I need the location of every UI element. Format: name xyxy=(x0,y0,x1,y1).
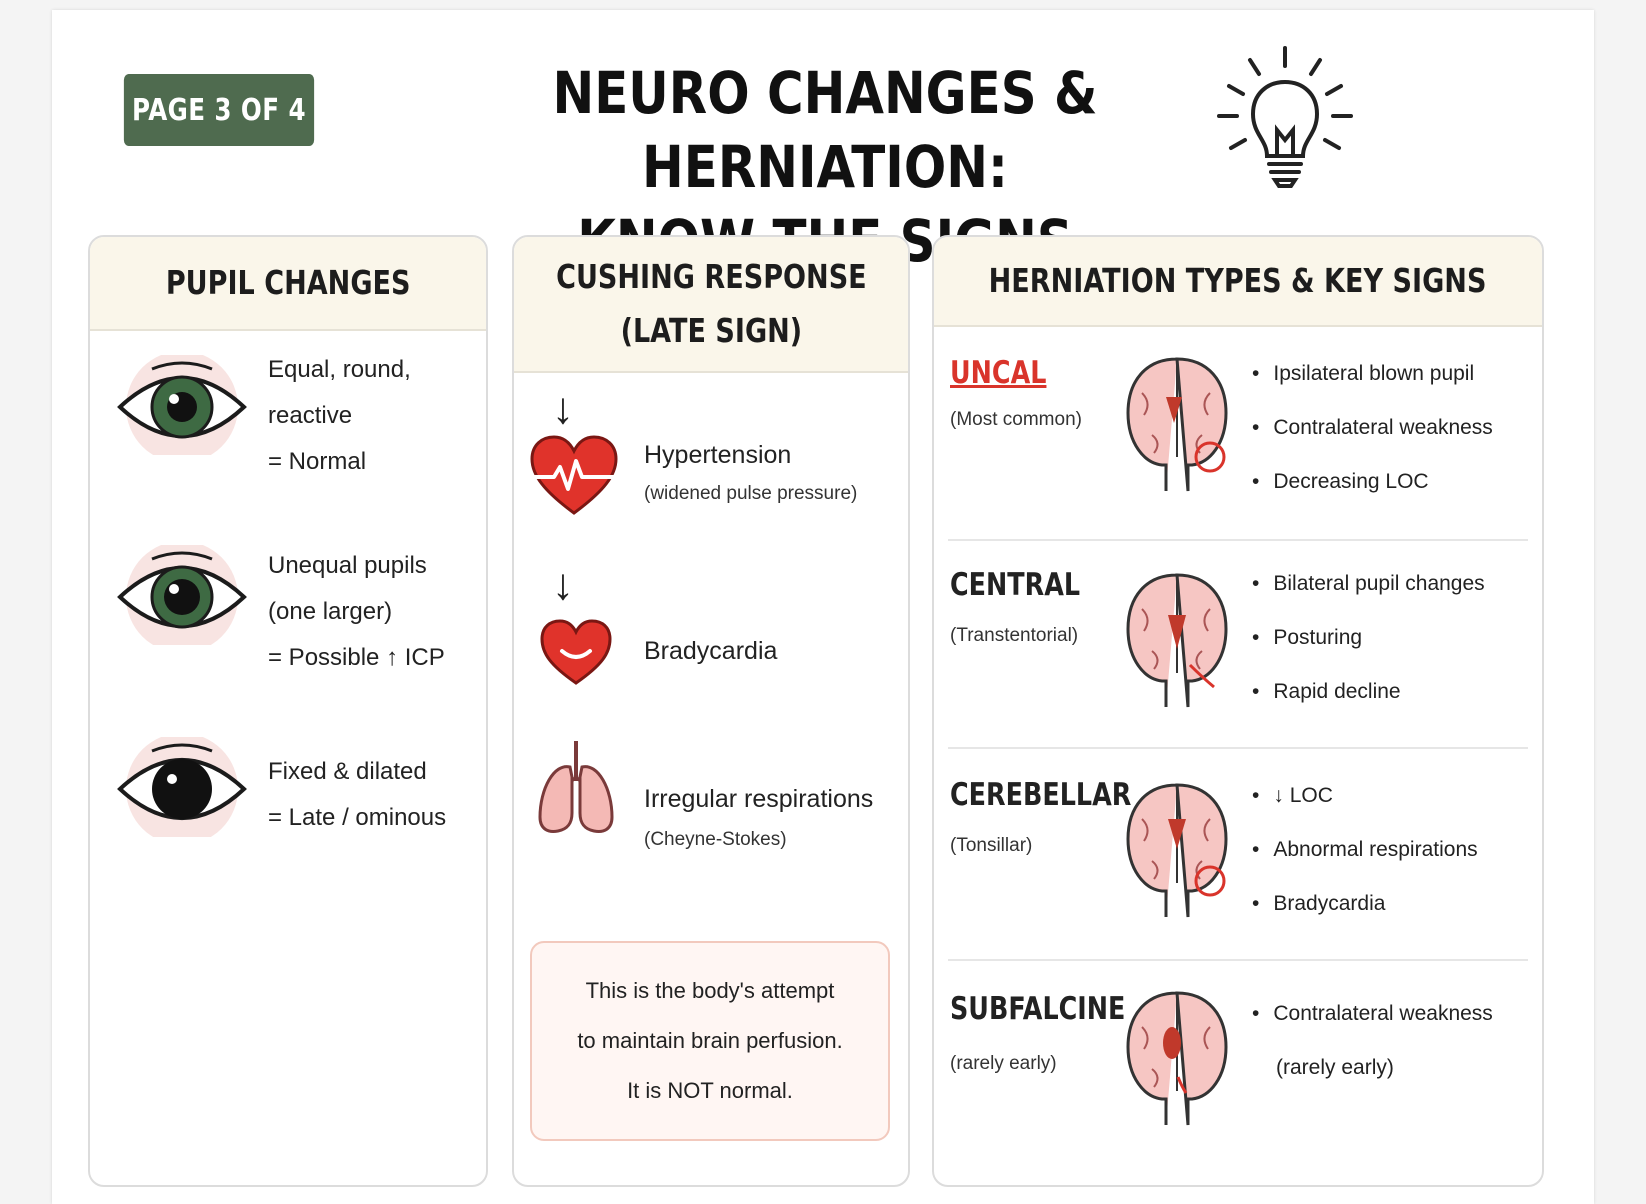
hypertension-sub: (widened pulse pressure) xyxy=(644,483,858,504)
sign-item: Abnormal respirations xyxy=(1252,823,1477,877)
pupil-unequal-text: Unequal pupils (one larger) = Possible ↑… xyxy=(268,552,445,671)
respirations-sub: (Cheyne-Stokes) xyxy=(644,829,787,850)
sign-item: Posturing xyxy=(1252,611,1485,665)
central-signs: Bilateral pupil changes Posturing Rapid … xyxy=(1252,557,1485,719)
row-divider xyxy=(948,959,1528,961)
pupil-normal-text: Equal, round, reactive = Normal xyxy=(268,356,411,475)
sign-item: (rarely early) xyxy=(1276,1056,1394,1079)
bradycardia-label: Bradycardia xyxy=(644,637,778,665)
uncal-signs: Ipsilateral blown pupil Contralateral we… xyxy=(1252,347,1493,509)
herniation-types-card: HERNIATION TYPES & KEY SIGNS UNCAL (Most… xyxy=(932,235,1544,1187)
perfusion-note: This is the body's attempt to maintain b… xyxy=(530,941,890,1141)
down-arrow-icon: ↓ xyxy=(552,384,574,433)
respirations-label: Irregular respirations xyxy=(644,785,874,813)
page-badge: PAGE 3 OF 4 xyxy=(123,74,315,146)
sign-item: Decreasing LOC xyxy=(1252,455,1493,509)
sign-item: Bilateral pupil changes xyxy=(1252,557,1484,611)
cushing-response-card: CUSHING RESPONSE (LATE SIGN) ↓ Hypertens… xyxy=(512,235,910,1187)
herniation-row-uncal: UNCAL (Most common) Ipsilateral blown pu… xyxy=(934,325,1542,539)
cushing-heading: CUSHING RESPONSE (LATE SIGN) xyxy=(514,237,908,373)
subfalcine-signs: Contralateral weakness (rarely early) xyxy=(1252,987,1492,1095)
brain-icon xyxy=(1126,357,1228,492)
row-divider xyxy=(948,747,1528,749)
title-line-1: NEURO CHANGES & HERNIATION: xyxy=(552,59,1098,201)
unequal-eye-icon xyxy=(117,545,247,645)
herniation-row-cerebellar: CEREBELLAR (Tonsillar) ↓ LOC Abnormal re… xyxy=(934,749,1542,959)
sign-item: Ipsilateral blown pupil xyxy=(1252,347,1493,401)
herniation-heading: HERNIATION TYPES & KEY SIGNS xyxy=(934,237,1542,327)
heart-pulse-icon xyxy=(530,435,618,515)
herniation-row-subfalcine: SUBFALCINE (rarely early) Contralateral … xyxy=(934,961,1542,1183)
sign-item: Bradycardia xyxy=(1252,877,1478,931)
sign-item: ↓ LOC xyxy=(1252,769,1478,823)
cerebellar-signs: ↓ LOC Abnormal respirations Bradycardia xyxy=(1252,769,1478,931)
pupil-dilated-text: Fixed & dilated = Late / ominous xyxy=(268,758,447,831)
heart-slow-icon xyxy=(540,619,612,685)
dilated-eye-icon xyxy=(117,737,247,837)
sign-item: Rapid decline xyxy=(1252,665,1485,719)
pupil-changes-card: PUPIL CHANGES Equal, round, reactive = N… xyxy=(88,235,488,1187)
brain-icon xyxy=(1126,991,1228,1126)
lightbulb-icon xyxy=(1217,46,1353,188)
hypertension-label: Hypertension xyxy=(644,441,792,469)
normal-eye-icon xyxy=(117,355,247,455)
brain-icon xyxy=(1126,783,1228,918)
pupil-changes-heading: PUPIL CHANGES xyxy=(90,237,486,331)
sign-item: Contralateral weakness xyxy=(1252,401,1492,455)
lungs-icon xyxy=(538,741,614,833)
sign-item: Contralateral weakness xyxy=(1252,987,1492,1041)
row-divider xyxy=(948,539,1528,541)
brain-icon xyxy=(1126,573,1228,708)
herniation-row-central: CENTRAL (Transtentorial) Bilateral pupil… xyxy=(934,541,1542,747)
down-arrow-icon: ↓ xyxy=(552,560,574,609)
